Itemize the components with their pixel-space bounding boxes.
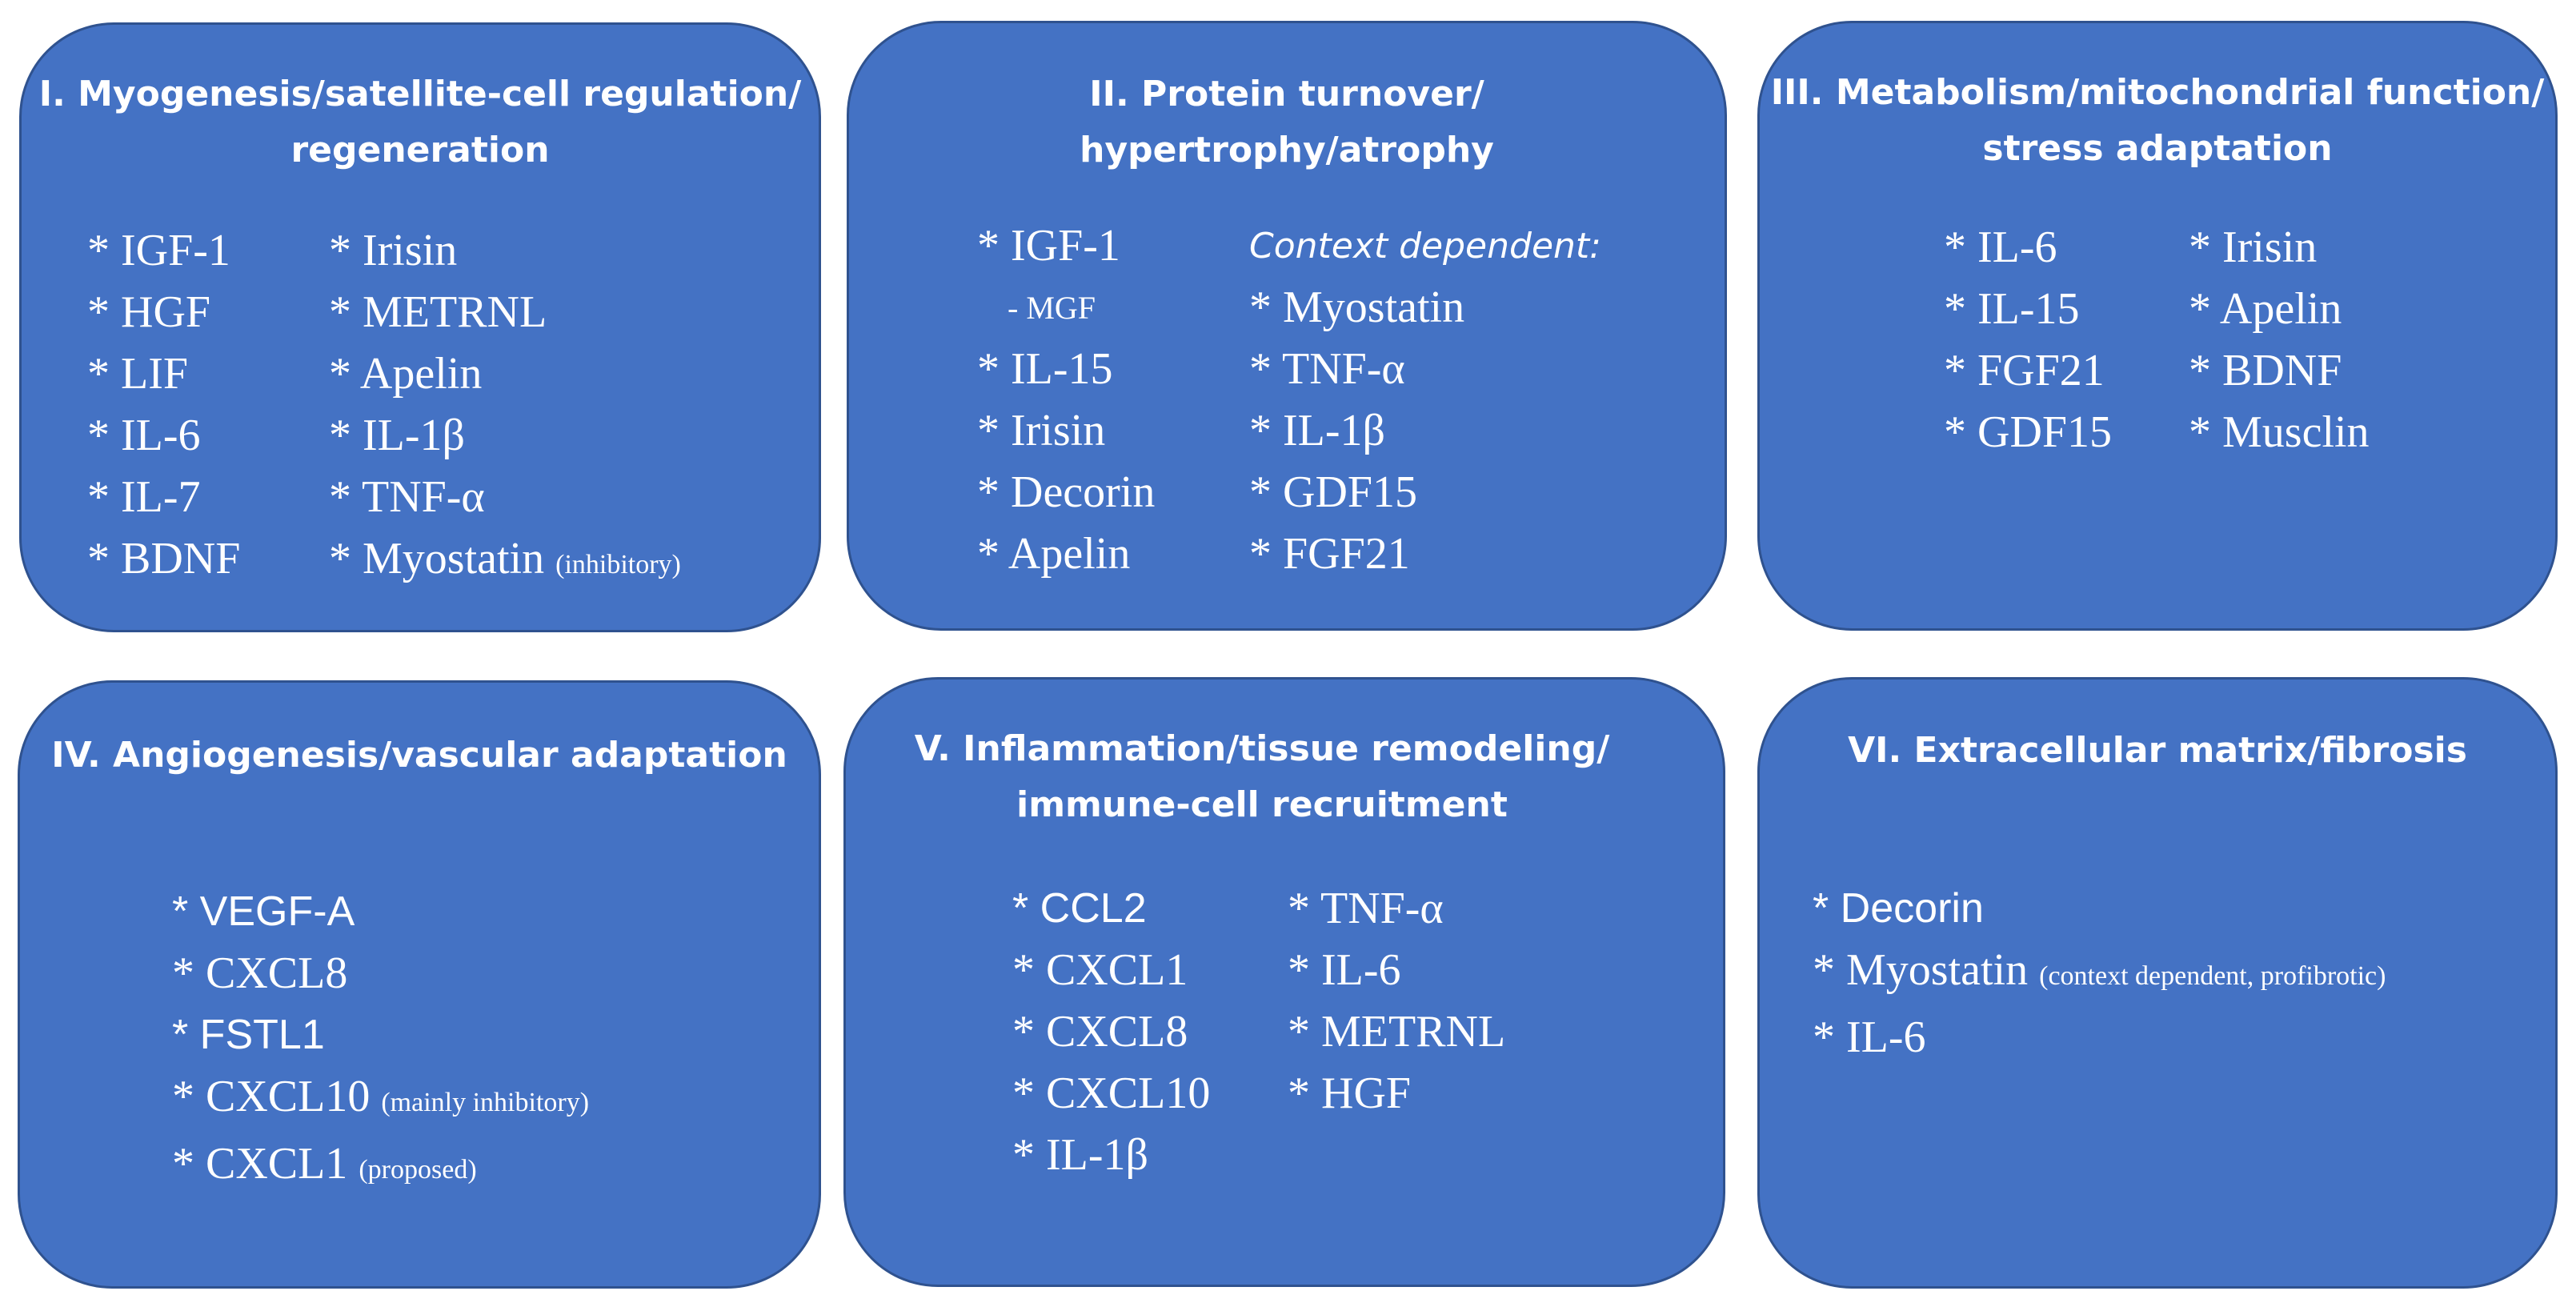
column-left: * IL-6 * IL-15 * FGF21 * GDF15 bbox=[1944, 217, 2112, 463]
list-item: * BDNF bbox=[87, 534, 241, 583]
list-item: * TNF-α bbox=[329, 472, 485, 522]
column-left: * IGF-1 - MGF * IL-15 * Irisin * Decorin… bbox=[977, 215, 1155, 585]
list-item: * IL-15 bbox=[977, 344, 1113, 394]
title-line-2: hypertrophy/atrophy bbox=[1080, 130, 1494, 170]
list-item: * IL-7 bbox=[87, 472, 201, 522]
title-line-1: V. Inflammation/tissue remodeling/ bbox=[914, 728, 1610, 769]
list-item: * Irisin bbox=[329, 226, 458, 275]
list-item: * GDF15 bbox=[1944, 407, 2113, 457]
title-line-1: IV. Angiogenesis/vascular adaptation bbox=[51, 735, 787, 776]
list-item: * METRNL bbox=[1288, 1007, 1506, 1056]
title-line-2: regeneration bbox=[290, 130, 550, 170]
panel-angiogenesis: IV. Angiogenesis/vascular adaptation * V… bbox=[18, 680, 821, 1289]
list-item: * Decorin bbox=[1813, 885, 1984, 932]
item-text: * CXCL10 bbox=[172, 1072, 371, 1121]
list-item: * FGF21 bbox=[1249, 529, 1410, 579]
list-item: * TNF-α bbox=[1249, 344, 1405, 394]
context-header: Context dependent: bbox=[1249, 226, 1601, 267]
panel-extracellular-matrix: VI. Extracellular matrix/fibrosis * Deco… bbox=[1757, 677, 2558, 1289]
list-item: * CXCL1 bbox=[1012, 945, 1188, 995]
title-line-2: immune-cell recruitment bbox=[1016, 784, 1508, 825]
column-right: Context dependent: * Myostatin * TNF-α *… bbox=[1249, 215, 1601, 585]
list-item: * Myostatin bbox=[1249, 283, 1465, 332]
item-text: * Myostatin bbox=[329, 534, 545, 583]
title-line-2: stress adaptation bbox=[1982, 128, 2333, 169]
list-item: * FGF21 bbox=[1944, 346, 2105, 395]
list-item: * HGF bbox=[1288, 1068, 1412, 1118]
list-item: * CCL2 bbox=[1012, 885, 1147, 932]
item-note: (inhibitory) bbox=[555, 550, 681, 579]
list-item: * HGF bbox=[87, 287, 211, 337]
column-right: * Irisin * Apelin * BDNF * Musclin bbox=[2189, 217, 2370, 463]
list-subitem: - MGF bbox=[1008, 290, 1096, 326]
list-item-with-note: * CXCL10 (mainly inhibitory) bbox=[172, 1066, 589, 1133]
list-item-with-note: * Myostatin (inhibitory) bbox=[329, 528, 681, 595]
list-item: * FSTL1 bbox=[172, 1012, 325, 1058]
list-item: * Apelin bbox=[329, 349, 483, 399]
list-item: * BDNF bbox=[2189, 346, 2342, 395]
list-item: * IL-1β bbox=[1249, 406, 1385, 455]
column-left: * CCL2 * CXCL1 * CXCL8 * CXCL10 * IL-1β bbox=[1012, 878, 1210, 1186]
list-item-with-note: * CXCL1 (proposed) bbox=[172, 1133, 589, 1201]
list-item: * Musclin bbox=[2189, 407, 2370, 457]
item-note: (proposed) bbox=[359, 1155, 477, 1185]
item-text: * Myostatin bbox=[1813, 945, 2029, 995]
list-item: * Irisin bbox=[2189, 223, 2318, 272]
list-item: * CXCL8 bbox=[172, 948, 348, 998]
panel-title: V. Inflammation/tissue remodeling/ immun… bbox=[801, 721, 1723, 833]
list-item: * CXCL10 bbox=[1012, 1068, 1211, 1118]
list-item: * Apelin bbox=[2189, 284, 2342, 334]
column-left: * VEGF-A * CXCL8 * FSTL1 * CXCL10 (mainl… bbox=[172, 881, 589, 1201]
item-text: * CXCL1 bbox=[172, 1139, 348, 1189]
list-item: * IL-6 bbox=[1813, 1012, 1926, 1062]
list-item: * VEGF-A bbox=[172, 888, 355, 935]
item-note: (mainly inhibitory) bbox=[381, 1088, 590, 1117]
column-left: * IGF-1 * HGF * LIF * IL-6 * IL-7 * BDNF bbox=[87, 220, 240, 590]
title-line-1: I. Myogenesis/satellite-cell regulation/ bbox=[38, 74, 802, 114]
title-line-1: III. Metabolism/mitochondrial function/ bbox=[1770, 72, 2545, 113]
list-item: * Irisin bbox=[977, 406, 1106, 455]
list-item: * Apelin bbox=[977, 529, 1131, 579]
item-note: (context dependent, profibrotic) bbox=[2039, 961, 2386, 991]
list-item: * IGF-1 bbox=[977, 221, 1120, 271]
list-item: * IL-15 bbox=[1944, 284, 2080, 334]
panel-title: III. Metabolism/mitochondrial function/ … bbox=[1760, 65, 2555, 177]
list-item: * GDF15 bbox=[1249, 467, 1418, 517]
list-item-with-note: * Myostatin (context dependent, profibro… bbox=[1813, 940, 2386, 1007]
panel-title: II. Protein turnover/ hypertrophy/atroph… bbox=[849, 66, 1725, 178]
panel-myogenesis: I. Myogenesis/satellite-cell regulation/… bbox=[19, 22, 821, 632]
panel-title: VI. Extracellular matrix/fibrosis bbox=[1760, 723, 2555, 779]
list-item: * IL-1β bbox=[1012, 1130, 1148, 1180]
panel-metabolism: III. Metabolism/mitochondrial function/ … bbox=[1757, 21, 2558, 631]
column-right: * TNF-α * IL-6 * METRNL * HGF bbox=[1288, 878, 1505, 1125]
list-item: * IL-1β bbox=[329, 411, 465, 460]
column-left: * Decorin * Myostatin (context dependent… bbox=[1813, 878, 2386, 1068]
panel-title: I. Myogenesis/satellite-cell regulation/… bbox=[22, 66, 819, 178]
list-item: * IL-6 bbox=[1288, 945, 1401, 995]
list-item: * IL-6 bbox=[87, 411, 201, 460]
list-item: * Decorin bbox=[977, 467, 1156, 517]
panel-title: IV. Angiogenesis/vascular adaptation bbox=[20, 728, 819, 784]
list-item: * TNF-α bbox=[1288, 884, 1444, 933]
list-item: * METRNL bbox=[329, 287, 547, 337]
list-item: * IGF-1 bbox=[87, 226, 230, 275]
panel-protein-turnover: II. Protein turnover/ hypertrophy/atroph… bbox=[847, 21, 1727, 631]
list-item: * LIF bbox=[87, 349, 188, 399]
title-line-1: VI. Extracellular matrix/fibrosis bbox=[1848, 730, 2467, 771]
column-right: * Irisin * METRNL * Apelin * IL-1β * TNF… bbox=[329, 220, 681, 595]
list-item: * IL-6 bbox=[1944, 223, 2057, 272]
title-line-1: II. Protein turnover/ bbox=[1089, 74, 1484, 114]
list-item: * CXCL8 bbox=[1012, 1007, 1188, 1056]
panel-inflammation: V. Inflammation/tissue remodeling/ immun… bbox=[843, 677, 1725, 1287]
